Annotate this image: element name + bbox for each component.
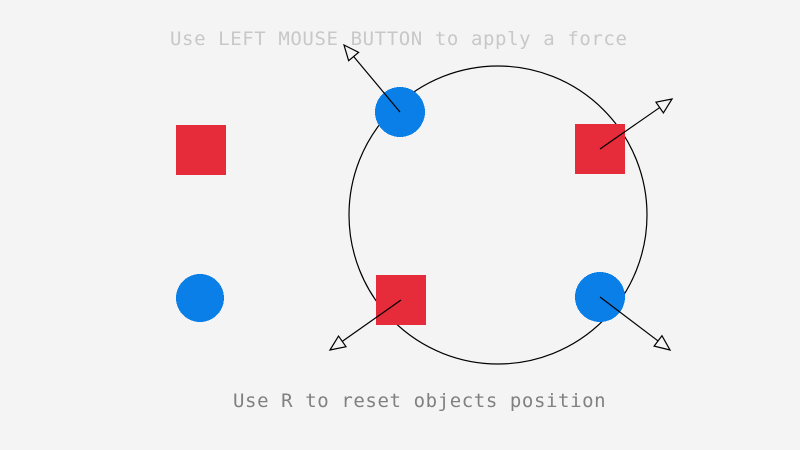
rigid-bodies-group[interactable] xyxy=(176,87,625,325)
force-square-ring-bottom-shaft xyxy=(341,299,402,342)
force-square-ring-right-shaft xyxy=(599,107,661,150)
hint-apply-force: Use LEFT MOUSE BUTTON to apply a force xyxy=(170,28,628,50)
body-square-free-left[interactable] xyxy=(176,125,226,175)
hint-reset-objects: Use R to reset objects position xyxy=(233,390,607,412)
force-circle-ring-top-shaft xyxy=(353,56,401,113)
force-square-ring-bottom-head xyxy=(328,334,348,351)
constraint-ring-group xyxy=(348,65,648,365)
force-circle-ring-right-shaft xyxy=(599,296,659,342)
force-vectors-group xyxy=(328,43,674,351)
force-circle-ring-top-head xyxy=(343,43,360,62)
constraint-ring xyxy=(348,65,648,365)
force-square-ring-right-head xyxy=(654,98,674,114)
body-circle-free-left[interactable] xyxy=(176,274,224,322)
force-circle-ring-right-head xyxy=(653,334,672,351)
